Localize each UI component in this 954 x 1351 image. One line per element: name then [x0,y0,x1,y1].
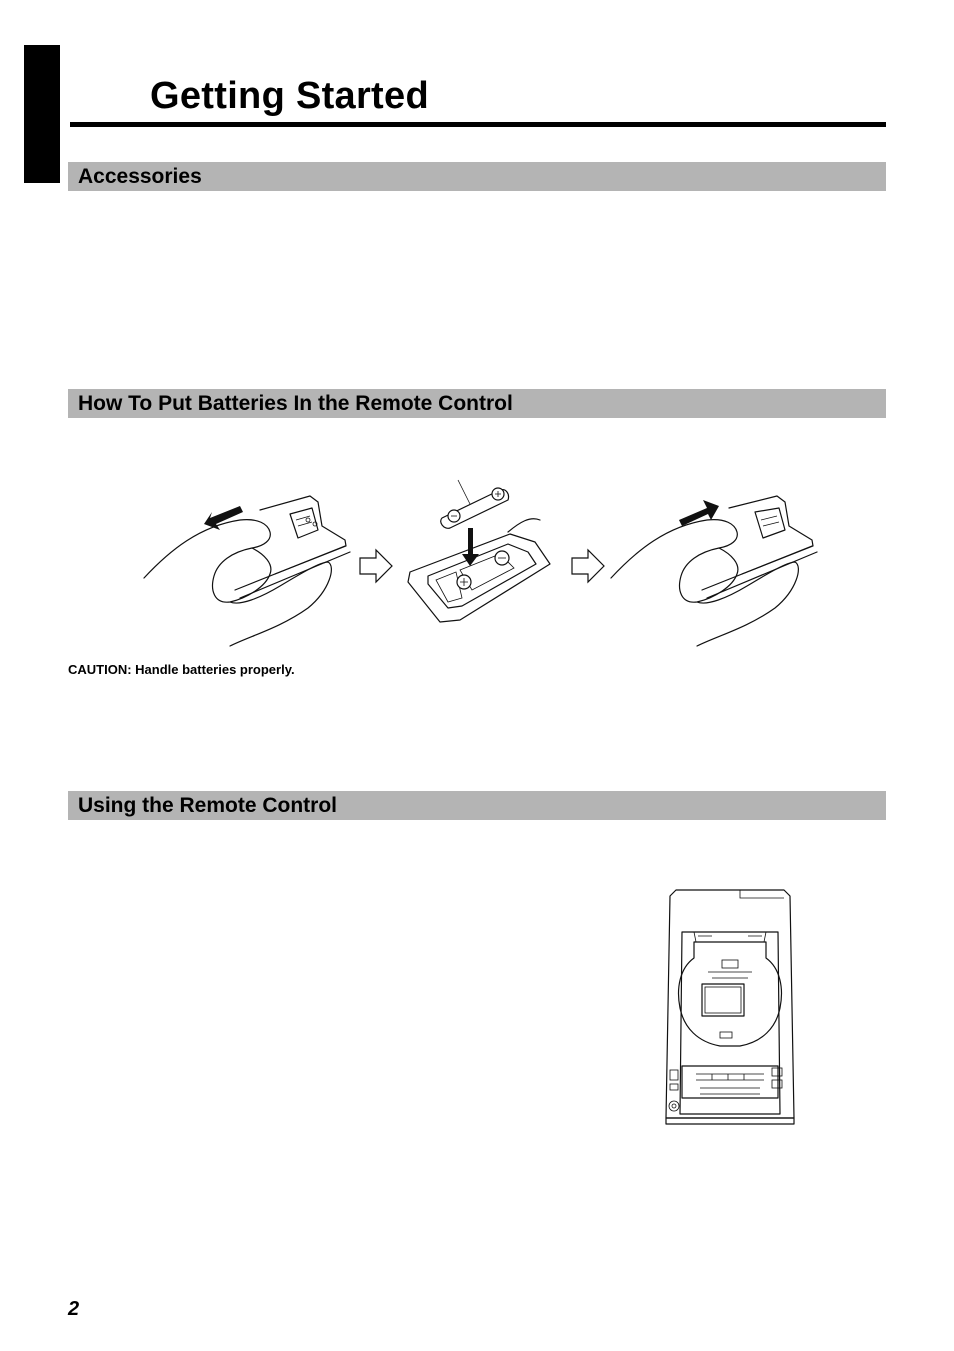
hand-outline [143,519,332,647]
remote-tray [407,518,551,623]
hand-outline [610,519,799,647]
remote-cover-close-illustration [610,495,818,647]
remote-cover-open-illustration [143,495,351,647]
page-title: Getting Started [150,75,429,117]
battery-label-pointer [457,479,473,509]
arrow-left-icon [204,506,243,530]
caution-note: CAUTION: Handle batteries properly. [68,662,295,677]
main-unit-front-illustration [665,889,795,1125]
battery-icon [440,487,510,529]
section-heading-accessories: Accessories [68,162,886,191]
arrow-right-icon [679,500,719,526]
step-arrow-icon [571,548,605,584]
section-heading-remote: Using the Remote Control [68,791,886,820]
side-tab-marker [24,45,60,183]
section-heading-batteries: How To Put Batteries In the Remote Contr… [68,389,886,418]
page-number: 2 [68,1298,80,1320]
title-rule [70,122,886,127]
step-arrow-icon [359,548,393,584]
arrow-down-icon [462,528,479,566]
battery-insert-illustration [407,479,551,623]
remote-body [701,495,818,599]
remote-body [234,495,351,599]
